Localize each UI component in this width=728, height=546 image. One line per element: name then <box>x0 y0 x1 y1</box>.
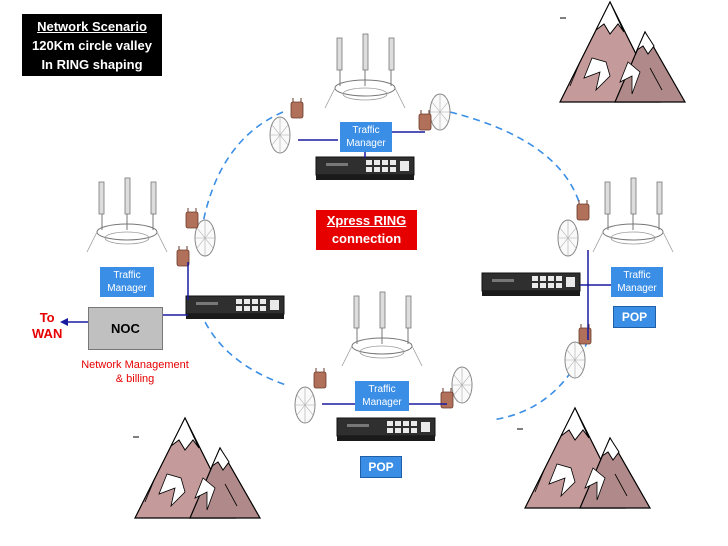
tm-top-line1: Traffic <box>352 125 380 136</box>
radio-bottom-left <box>313 367 327 389</box>
network-management-label: Network Management & billing <box>70 358 200 386</box>
radio-left-1 <box>176 245 190 267</box>
radio-right-1 <box>576 199 590 221</box>
radio-left-2 <box>185 207 199 229</box>
dish-right-1 <box>557 219 579 257</box>
traffic-manager-top: Traffic Manager <box>340 122 392 152</box>
scenario-title: Network Scenario <box>37 19 147 34</box>
dish-right-2 <box>564 341 586 379</box>
dish-top-right <box>429 93 451 131</box>
tm-left-line1: Traffic <box>113 270 141 281</box>
tower-top <box>324 33 406 109</box>
xpress-ring-label: Xpress RING connection <box>316 210 417 250</box>
radio-right-2 <box>578 323 592 345</box>
radio-bottom-right <box>440 387 454 409</box>
switch-top <box>315 156 415 181</box>
mountain-bottom-right <box>524 407 651 509</box>
switch-bottom <box>336 417 436 442</box>
tm-right-line1: Traffic <box>623 270 651 281</box>
traffic-manager-right: Traffic Manager <box>611 267 663 297</box>
tm-left-line2: Manager <box>107 283 147 294</box>
mountain-top-right <box>559 1 686 103</box>
to-wan-line2: WAN <box>32 326 63 341</box>
xpress-line2: connection <box>331 231 402 246</box>
tower-bottom <box>341 291 423 367</box>
pop-bottom: POP <box>360 456 402 478</box>
tower-left <box>86 177 168 253</box>
xpress-line1: Xpress RING <box>326 213 407 228</box>
tm-bottom-line2: Manager <box>362 397 402 408</box>
mountain-bottom-left <box>134 417 261 519</box>
tm-bottom-line1: Traffic <box>368 384 396 395</box>
to-wan-line1: To <box>39 310 55 325</box>
tm-right-line2: Manager <box>617 283 657 294</box>
traffic-manager-bottom: Traffic Manager <box>355 381 409 411</box>
switch-left <box>185 295 285 320</box>
dish-bottom-left <box>294 386 316 424</box>
netmgmt-line2: & billing <box>115 373 155 385</box>
pop-right: POP <box>613 306 656 328</box>
radio-top-right <box>418 109 432 131</box>
tower-right <box>592 177 674 253</box>
tm-top-line2: Manager <box>346 138 386 149</box>
dish-bottom-right <box>451 366 473 404</box>
noc-box: NOC <box>88 307 163 350</box>
dish-top-left <box>269 116 291 154</box>
switch-right <box>481 272 581 297</box>
scenario-box: Network Scenario 120Km circle valley In … <box>22 14 162 76</box>
scenario-line3: In RING shaping <box>41 57 143 72</box>
netmgmt-line1: Network Management <box>81 359 189 371</box>
traffic-manager-left: Traffic Manager <box>100 267 154 297</box>
scenario-line2: 120Km circle valley <box>32 38 152 53</box>
to-wan-label: To WAN <box>32 310 62 342</box>
radio-top-left <box>290 97 304 119</box>
